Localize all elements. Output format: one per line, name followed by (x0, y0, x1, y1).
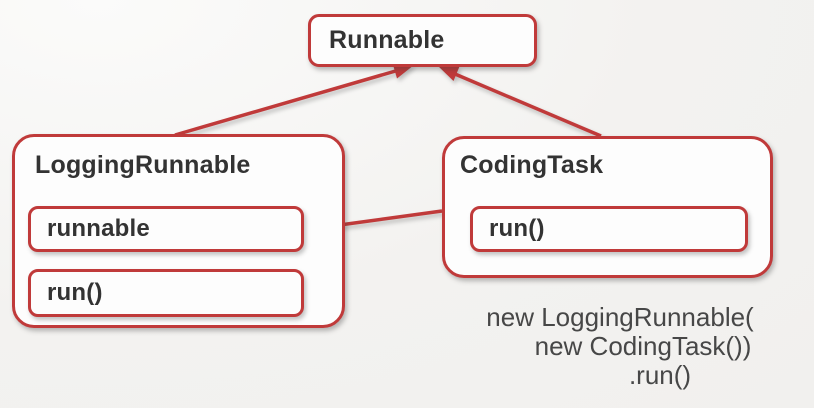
code-line-1: new LoggingRunnable( (486, 302, 754, 332)
class-title-runnable: Runnable (329, 26, 445, 54)
method-label-loggingrunnable-run: run() (47, 279, 103, 306)
class-box-loggingrunnable: LoggingRunnable runnable run() (12, 134, 345, 328)
method-label-codingtask-run: run() (489, 215, 545, 242)
field-box-runnable: runnable (28, 206, 304, 252)
inheritance-line-loggingrunnable-to-runnable (174, 68, 400, 137)
arrowhead-codingtask-to-runnable (438, 66, 460, 81)
method-box-loggingrunnable-run: run() (28, 269, 304, 317)
inheritance-line-codingtask-to-runnable (454, 72, 602, 138)
field-label-runnable: runnable (47, 215, 150, 242)
code-line-3: .run() (628, 360, 692, 390)
class-title-codingtask: CodingTask (460, 151, 604, 179)
class-box-codingtask: CodingTask run() (442, 136, 773, 278)
class-title-loggingrunnable: LoggingRunnable (35, 151, 251, 179)
class-box-runnable: Runnable (308, 14, 537, 67)
code-snippet: new LoggingRunnable( new CodingTask()) .… (420, 303, 814, 390)
code-line-2: new CodingTask()) (534, 331, 752, 361)
method-box-codingtask-run: run() (470, 206, 748, 252)
